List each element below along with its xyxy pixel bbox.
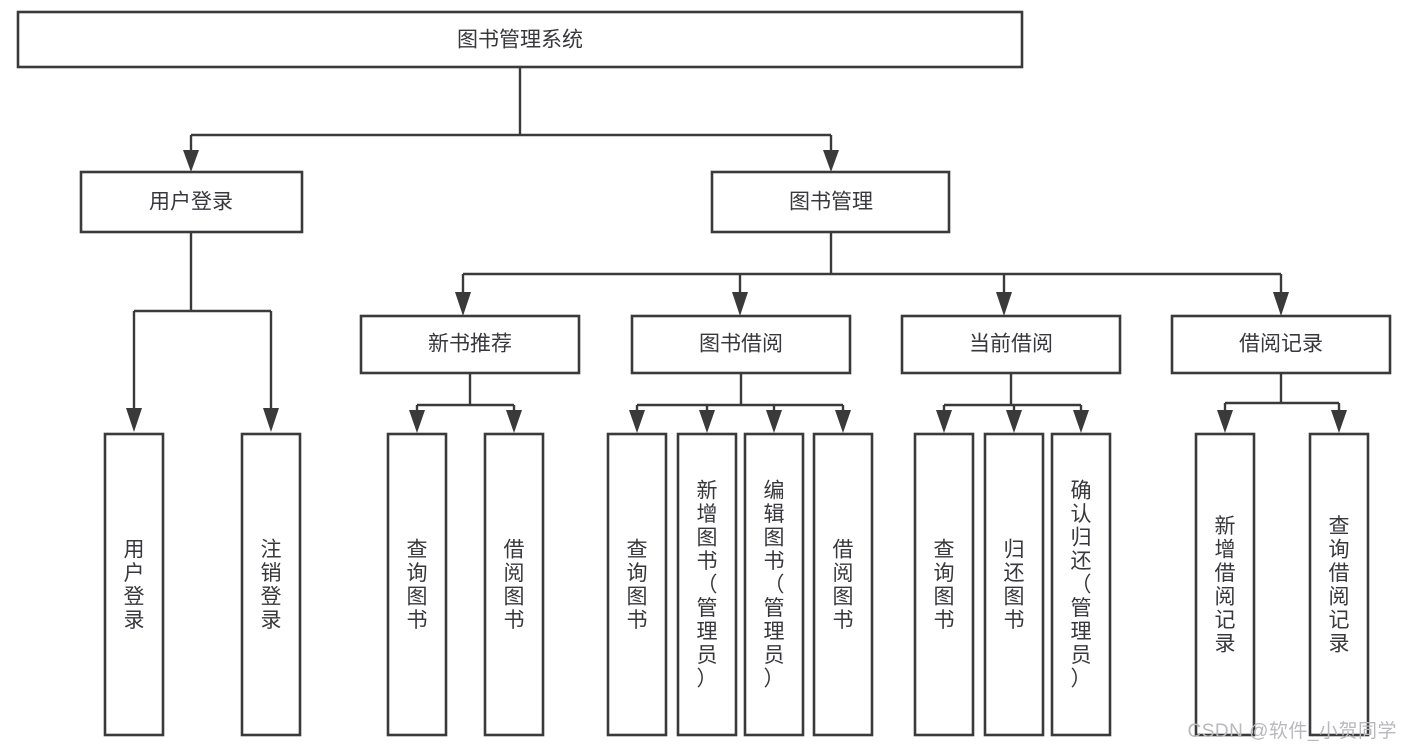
arrow-to-leaf-query-book-2 [629, 410, 645, 433]
arrow-to-new-book-recommend [455, 292, 471, 316]
node-leaf-query-book-3-box[interactable] [913, 432, 975, 737]
node-leaf-confirm-return-box[interactable] [1050, 432, 1112, 737]
node-leaf-query-book-2[interactable]: 查询图书 [606, 432, 668, 737]
node-current-borrow[interactable]: 当前借阅 [900, 314, 1122, 375]
node-user-login[interactable]: 用户登录 [79, 170, 304, 234]
node-root-box[interactable] [16, 10, 1024, 69]
node-leaf-add-borrow-record-box[interactable] [1194, 432, 1256, 737]
node-leaf-user-logout-label: 注销登录 [261, 538, 282, 632]
arrow-to-book-management [823, 150, 839, 172]
node-new-book-recommend[interactable]: 新书推荐 [359, 314, 581, 375]
node-book-management-box[interactable] [710, 170, 951, 234]
node-leaf-borrow-book-2-label: 借阅图书 [833, 538, 854, 632]
arrow-to-leaf-confirm-return [1073, 410, 1089, 433]
node-leaf-return-book-box[interactable] [983, 432, 1045, 737]
node-leaf-borrow-book-2[interactable]: 借阅图书 [812, 432, 874, 737]
node-leaf-borrow-book-1-box[interactable] [483, 432, 545, 737]
arrow-to-leaf-user-logout [263, 408, 279, 432]
node-book-management[interactable]: 图书管理 [710, 170, 951, 234]
node-root-label: 图书管理系统 [457, 29, 583, 52]
arrow-to-book-borrow [732, 292, 748, 316]
node-leaf-return-book[interactable]: 归还图书 [983, 432, 1045, 737]
node-leaf-query-book-3-label: 查询图书 [934, 538, 955, 632]
node-book-management-label: 图书管理 [789, 191, 873, 214]
arrow-to-leaf-borrow-book-1 [506, 410, 522, 433]
edges-layer [126, 67, 1347, 433]
arrow-to-leaf-query-book-3 [936, 410, 952, 433]
arrow-to-borrow-record [1273, 292, 1289, 316]
node-new-book-recommend-label: 新书推荐 [428, 333, 512, 356]
node-root[interactable]: 图书管理系统 [16, 10, 1024, 69]
node-leaf-add-book[interactable]: 新增图书（管理员） [676, 432, 738, 737]
node-leaf-query-borrow-record-box[interactable] [1308, 432, 1370, 737]
node-leaf-edit-book[interactable]: 编辑图书（管理员） [743, 432, 805, 737]
node-leaf-borrow-book-1-label: 借阅图书 [504, 538, 525, 632]
node-leaf-borrow-book-1[interactable]: 借阅图书 [483, 432, 545, 737]
arrow-to-leaf-edit-book [766, 410, 782, 433]
node-leaf-add-book-box[interactable] [676, 432, 738, 737]
node-leaf-return-book-label: 归还图书 [1004, 538, 1025, 632]
node-new-book-recommend-box[interactable] [359, 314, 581, 375]
node-leaf-user-login-label: 用户登录 [124, 538, 145, 632]
nodes-layer: 图书管理系统 用户登录 图书管理 新书推荐 图书借阅 当前借阅 借阅记录 [16, 10, 1392, 737]
node-leaf-edit-book-box[interactable] [743, 432, 805, 737]
node-leaf-user-login[interactable]: 用户登录 [103, 432, 165, 737]
node-leaf-add-book-label: 新增图书（管理员） [697, 480, 718, 691]
node-leaf-query-borrow-record[interactable]: 查询借阅记录 [1308, 432, 1370, 737]
node-leaf-query-book-2-label: 查询图书 [627, 538, 648, 632]
arrow-to-user-login [183, 150, 199, 172]
node-leaf-add-borrow-record[interactable]: 新增借阅记录 [1194, 432, 1256, 737]
node-borrow-record[interactable]: 借阅记录 [1170, 314, 1392, 375]
node-leaf-user-logout[interactable]: 注销登录 [240, 432, 302, 737]
node-book-borrow-box[interactable] [630, 314, 852, 375]
node-leaf-query-book-1-box[interactable] [386, 432, 448, 737]
node-borrow-record-label: 借阅记录 [1239, 333, 1323, 356]
csdn-watermark: CSDN @软件_小贺同学 [1187, 721, 1397, 742]
arrow-to-current-borrow [996, 292, 1012, 316]
node-leaf-query-book-1[interactable]: 查询图书 [386, 432, 448, 737]
node-leaf-edit-book-label: 编辑图书（管理员） [764, 480, 785, 691]
node-book-borrow-label: 图书借阅 [699, 333, 783, 356]
arrow-to-leaf-query-book-1 [409, 410, 425, 433]
node-current-borrow-label: 当前借阅 [969, 333, 1053, 356]
arrow-to-leaf-user-login [126, 408, 142, 432]
node-leaf-query-book-1-label: 查询图书 [407, 538, 428, 632]
node-leaf-query-book-2-box[interactable] [606, 432, 668, 737]
node-user-login-box[interactable] [79, 170, 304, 234]
arrow-to-leaf-add-borrow-record [1217, 410, 1233, 433]
arrow-to-leaf-query-borrow-record [1331, 410, 1347, 433]
node-leaf-query-book-3[interactable]: 查询图书 [913, 432, 975, 737]
node-leaf-user-login-box[interactable] [103, 432, 165, 737]
node-leaf-user-logout-box[interactable] [240, 432, 302, 737]
arrow-to-leaf-borrow-book-2 [835, 410, 851, 433]
node-book-borrow[interactable]: 图书借阅 [630, 314, 852, 375]
node-borrow-record-box[interactable] [1170, 314, 1392, 375]
node-leaf-confirm-return[interactable]: 确认归还（管理员） [1050, 432, 1112, 737]
node-user-login-label: 用户登录 [149, 191, 233, 214]
node-leaf-add-borrow-record-label: 新增借阅记录 [1215, 515, 1236, 656]
arrow-to-leaf-add-book [699, 410, 715, 433]
arrow-to-leaf-return-book [1006, 410, 1022, 433]
node-current-borrow-box[interactable] [900, 314, 1122, 375]
node-leaf-borrow-book-2-box[interactable] [812, 432, 874, 737]
node-leaf-confirm-return-label: 确认归还（管理员） [1071, 480, 1092, 691]
node-leaf-query-borrow-record-label: 查询借阅记录 [1329, 515, 1350, 656]
